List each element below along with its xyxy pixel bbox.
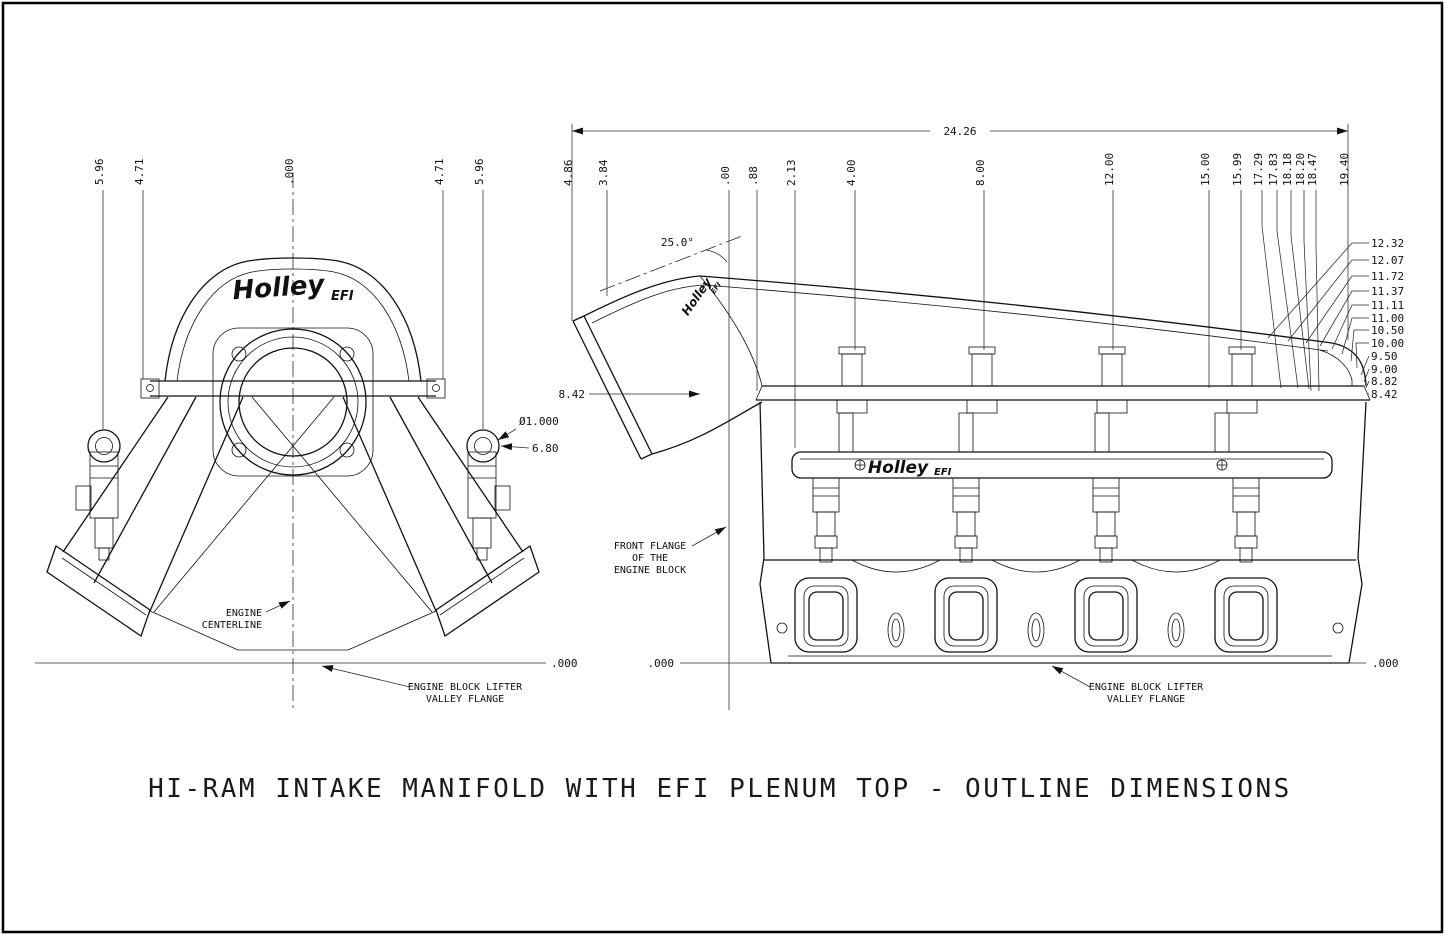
intake-port [794,577,1278,653]
brand-logo-suffix: EFI [331,289,354,304]
dim-label: 8.42 [1371,388,1398,401]
engine-centerline-label: CENTERLINE [202,620,262,631]
dim-label: 8.82 [1371,375,1398,388]
front-flange-label: OF THE [632,553,668,564]
brand-logo-rail: Holley [868,458,929,478]
inlet-angle-label: 25.0° [661,236,694,249]
lifter-flange-label: ENGINE BLOCK LIFTER [1089,682,1204,693]
dim-label: 4.86 [562,160,575,187]
dim-label: 9.50 [1371,350,1398,363]
dim-label: 8.00 [974,160,987,187]
lifter-flange-label: VALLEY FLANGE [426,694,504,705]
lifter-flange-label: ENGINE BLOCK LIFTER [408,682,523,693]
dim-label: 5.96 [93,159,106,186]
front-fuel-rail-left [75,429,121,561]
dim-label: 4.71 [133,159,146,186]
lifter-flange-label: VALLEY FLANGE [1107,694,1185,705]
rail-height-label: 6.80 [532,442,559,455]
side-plenum: Holley EFI [572,274,1367,460]
front-view: 5.96 4.71 .000 4.71 5.96 Holley EFI [35,159,578,712]
dim-label: 19.40 [1338,153,1351,186]
dim-label: 11.72 [1371,270,1404,283]
clamp-tower [836,346,1258,414]
dim-label: .000 [283,159,296,186]
dim-label: 18.20 [1294,153,1307,186]
inlet-axis-line [599,235,743,292]
front-runners [46,396,540,651]
dim-label: 2.13 [785,160,798,187]
side-injectors [812,477,1260,563]
engine-centerline-leader [265,600,291,613]
dim-label: 11.37 [1371,285,1404,298]
dim-label: 3.84 [597,159,610,186]
overall-width-label: 24.26 [943,125,976,138]
side-view: 24.26 4.86 3.84 .00 .88 2.13 4.00 8.00 1… [559,124,1404,710]
engine-centerline-label: ENGINE [226,608,262,619]
overall-width-dimension: 24.26 [572,125,1348,138]
dim-label: 12.00 [1103,153,1116,186]
dim-label: 12.07 [1371,254,1404,267]
dim-label: 12.32 [1371,237,1404,250]
dim-label: 11.00 [1371,312,1404,325]
drawing-title: HI-RAM INTAKE MANIFOLD WITH EFI PLENUM T… [148,774,1292,804]
side-baseline-left-label: .000 [648,657,675,670]
front-baseline-label: .000 [551,657,578,670]
throttle-body [212,327,374,477]
dim-label: 15.00 [1199,153,1212,186]
side-dim-bent-leaders [1261,190,1320,392]
dim-label: .00 [719,166,732,186]
dim-label: 4.71 [433,159,446,186]
front-flange-label: FRONT FLANGE [614,541,686,552]
dim-label: .88 [747,166,760,186]
dim-label: 17.83 [1267,153,1280,186]
dim-label: 18.18 [1281,153,1294,186]
front-flange-band [140,378,446,399]
base-bosses [776,612,1344,648]
dim-label: 10.00 [1371,337,1404,350]
dim-label: 18.47 [1306,153,1319,186]
inlet-angle-arc [705,249,728,263]
injector [812,477,840,563]
side-base-casting [759,401,1367,664]
front-dim-extension-lines [102,190,484,429]
throttle-diameter-leader [497,428,517,441]
side-baseline-right-label: .000 [1372,657,1399,670]
dim-label: 9.00 [1371,363,1398,376]
front-plenum-dome: Holley EFI [164,257,422,382]
dim-label: 4.00 [845,160,858,187]
lifter-flange-leader [321,665,411,688]
inlet-flange-height-label: 8.42 [559,388,586,401]
dim-label: 17.29 [1252,153,1265,186]
height-dim-leaders [1267,242,1370,395]
side-dim-extension-lines [571,124,1349,448]
dim-label: 5.96 [473,159,486,186]
rail-height-leader [500,443,530,451]
injector [952,477,980,563]
front-flange-label: ENGINE BLOCK [614,565,686,576]
svg-text:Holley: Holley [679,274,716,318]
front-fuel-rail-right [466,429,511,561]
injector [1092,477,1120,563]
front-flange-leader [691,526,727,547]
lifter-flange-leader [1051,665,1091,688]
injector [1232,477,1260,563]
side-flange-band [755,346,1371,414]
dim-label: 15.99 [1231,153,1244,186]
dim-label: 11.11 [1371,299,1404,312]
brand-logo-bell: Holley EFI [679,274,723,318]
dim-label: 10.50 [1371,324,1404,337]
brand-logo-rail-suffix: EFI [934,467,952,478]
throttle-diameter-label: Ø1.000 [519,415,559,428]
side-fuel-rail: Holley EFI [791,412,1333,479]
brand-logo: Holley [231,270,326,306]
